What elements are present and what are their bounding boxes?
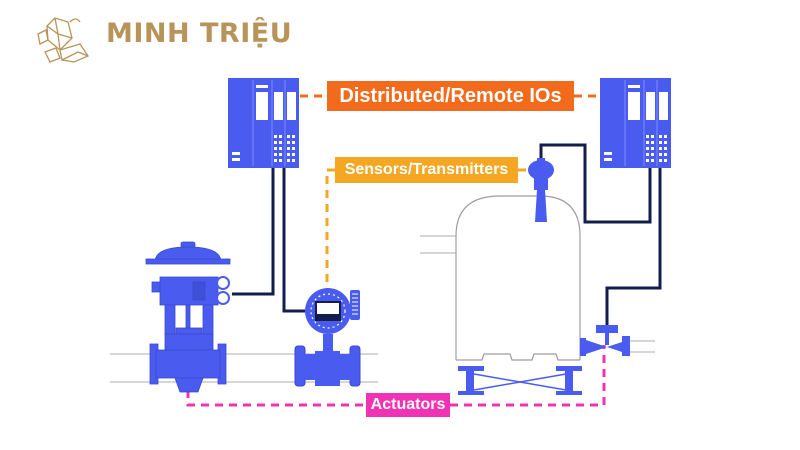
- actuators-label-box: [366, 393, 450, 417]
- actuators-label: Actuators: [370, 396, 446, 413]
- sensors-label-box: [335, 157, 518, 183]
- outlet-valve: [580, 325, 630, 356]
- tank: [455, 195, 582, 395]
- sensors-transmitters-label: Sensors/Transmitters: [344, 161, 509, 178]
- level-transmitter: [528, 158, 554, 222]
- remote-io-module-right: [600, 78, 671, 168]
- crystal-icon: [37, 17, 89, 63]
- flow-meter: [294, 288, 361, 387]
- actuators-dash: [186, 345, 606, 407]
- distributed-ios-label-box: [327, 81, 574, 111]
- distributed-ios-label: Distributed/Remote IOs: [339, 85, 562, 107]
- control-valve: [145, 241, 231, 393]
- remote-io-module-left: [228, 78, 299, 168]
- brand-name: MINH TRIỆU: [106, 18, 293, 49]
- signal-wires: [232, 143, 662, 325]
- sensors-dash: [325, 168, 528, 290]
